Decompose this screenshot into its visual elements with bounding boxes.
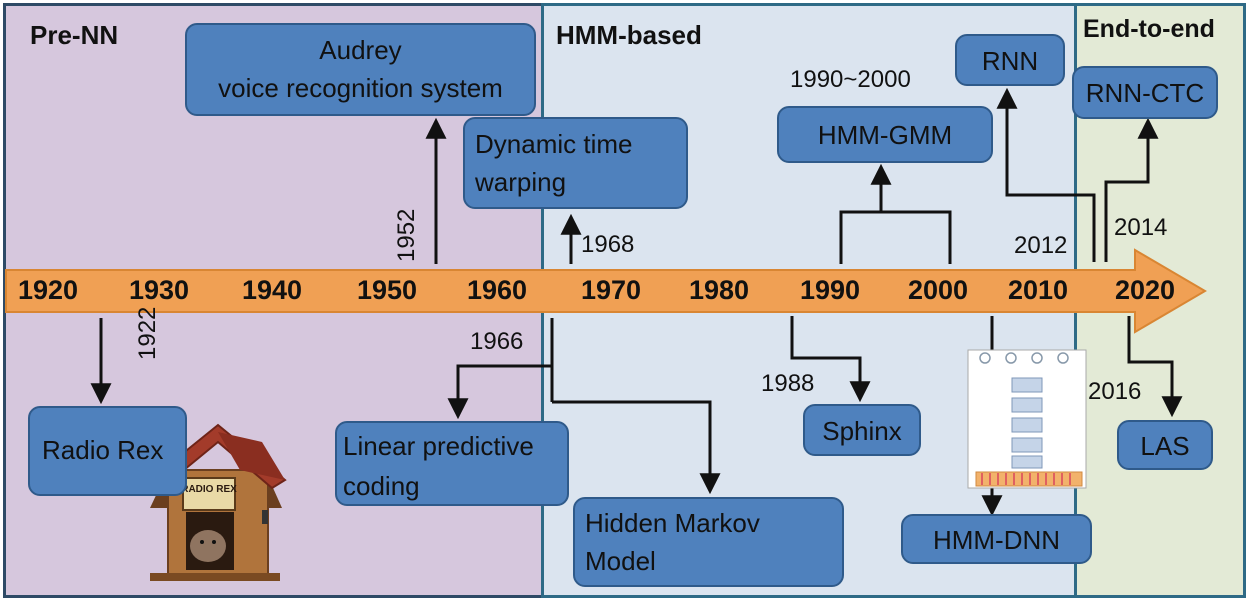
radio-rex-box: Radio Rex [28,406,187,496]
tick-label: 2010 [1008,275,1069,305]
tick-label: 1990 [800,275,861,305]
year-label-hmm-gmm: 1990~2000 [790,66,911,93]
las-box: LAS [1117,420,1213,470]
year-label-rnn: 2012 [1014,232,1068,259]
dnn-architecture-figure [967,349,1087,489]
rnn-box: RNN [955,34,1065,86]
connector-hmm-gmm-bracket [839,210,952,264]
rnn-ctc-label: RNN-CTC [1085,78,1205,108]
hmm-gmm-label: HMM-GMM [817,120,953,150]
era-label-pre-nn: Pre-NN [30,20,119,50]
tick-label: 1980 [689,275,750,305]
year-label-las: 2016 [1088,378,1142,405]
tick-label: 1950 [357,275,418,305]
dtw-box: Dynamic time warping [463,117,688,209]
tick-label: 1920 [18,275,79,305]
audrey-box: Audrey voice recognition system [185,23,536,116]
tick-label: 1970 [581,275,642,305]
connector-rnn-ctc [1104,117,1159,262]
connector-sphinx [790,316,871,403]
dtw-line1: Dynamic time [475,129,633,159]
radio-rex-label: Radio Rex [42,435,164,465]
hmm-box: Hidden Markov Model [573,497,844,587]
dtw-line2: warping [475,167,567,197]
lpc-line1: Linear predictive [343,431,534,461]
connector-las [1127,316,1183,418]
year-label-sphinx: 1988 [761,370,815,397]
audrey-line2: voice recognition system [218,73,503,103]
connector-rnn [996,87,1096,262]
hmm-dnn-box: HMM-DNN [901,514,1092,564]
tick-label: 1940 [242,275,303,305]
year-label-radio-rex: 1922 [134,306,161,360]
year-label-lpc: 1966 [470,328,524,355]
hmm-dnn-label: HMM-DNN [932,525,1061,555]
year-label-audrey: 1952 [393,208,420,262]
connector-lpc [447,364,552,420]
hmm-line2: Model [585,546,656,576]
era-label-end-to-end: End-to-end [1083,15,1215,43]
tick-label: 1960 [467,275,528,305]
tick-label: 1930 [129,275,190,305]
las-label: LAS [1140,431,1190,461]
timeline-arrow [5,248,1207,334]
year-label-dtw: 1968 [581,231,635,258]
era-label-hmm: HMM-based [556,20,702,50]
rnn-ctc-box: RNN-CTC [1072,66,1218,119]
tick-label: 2020 [1115,275,1176,305]
sphinx-label: Sphinx [822,416,902,446]
connector-hmm [552,400,721,495]
hmm-gmm-box: HMM-GMM [777,106,993,163]
tick-label: 2000 [908,275,969,305]
lpc-line2: coding [343,471,420,501]
rnn-label: RNN [981,46,1039,76]
sphinx-box: Sphinx [803,404,921,456]
year-label-rnn-ctc: 2014 [1114,214,1168,241]
audrey-line1: Audrey [319,35,402,65]
lpc-box: Linear predictive coding [335,421,569,506]
hmm-line1: Hidden Markov [585,508,760,538]
doghouse-sign-text: RADIO REX [181,484,237,495]
